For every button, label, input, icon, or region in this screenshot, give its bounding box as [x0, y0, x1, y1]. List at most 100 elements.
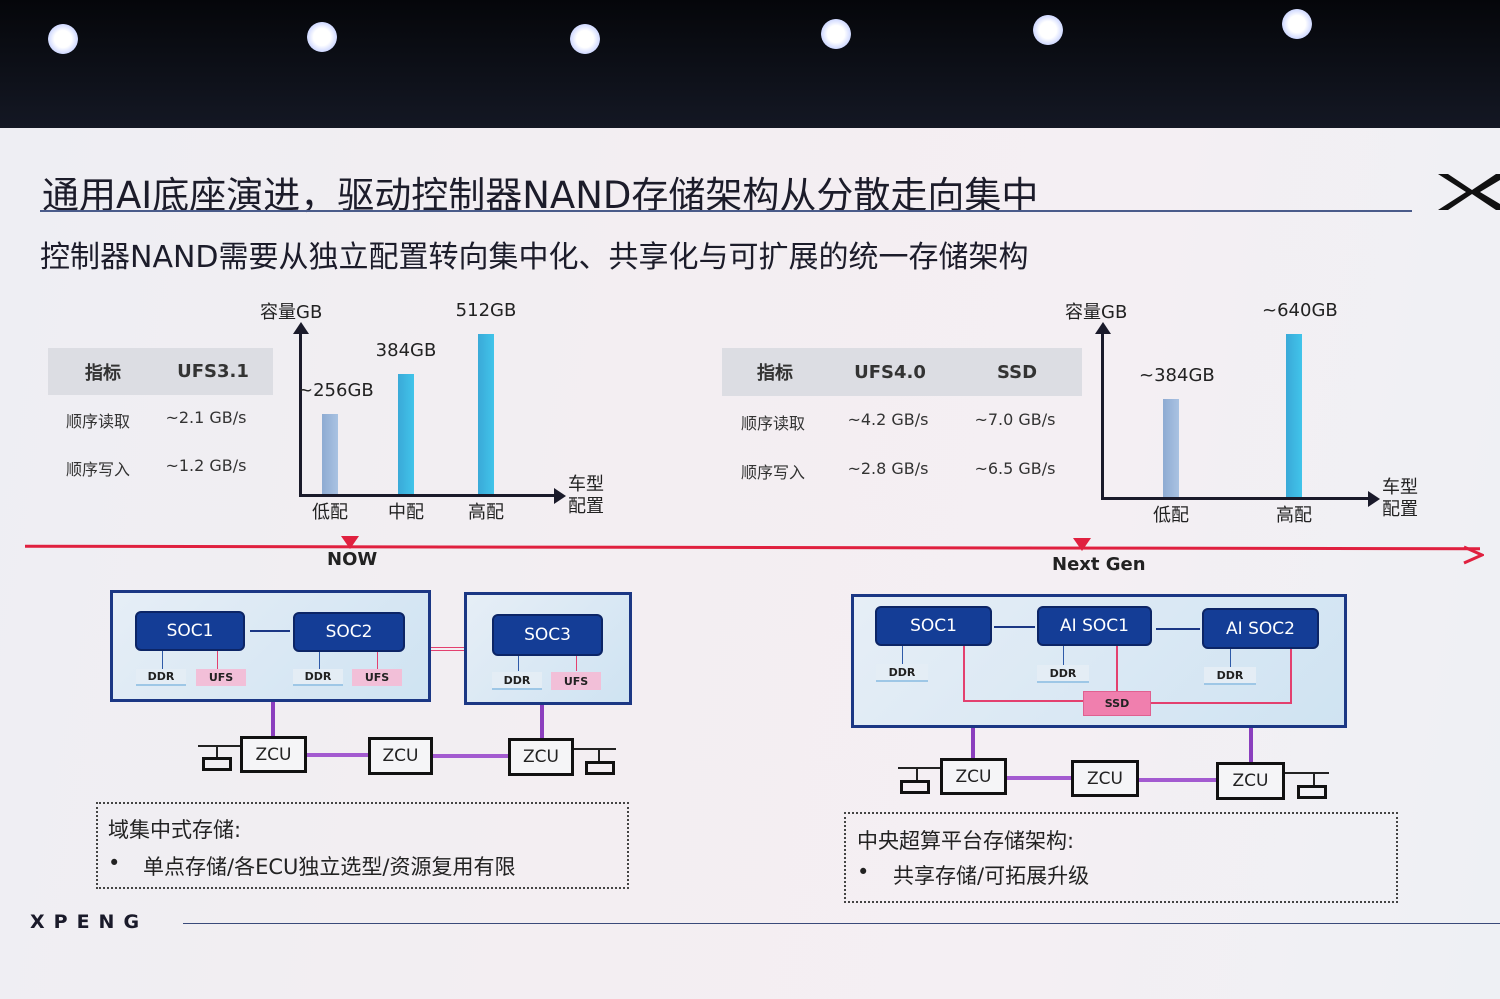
next-gen-label: Next Gen [1052, 554, 1146, 575]
zcu-block: ZCU [1216, 762, 1285, 800]
xpeng-logo-icon [1438, 174, 1500, 210]
zcu-block: ZCU [240, 736, 307, 773]
stage-light [1282, 9, 1312, 39]
row-value: ~2.8 GB/s [847, 459, 929, 478]
ethernet-link [433, 754, 508, 758]
stage-light [48, 24, 78, 54]
y-axis-arrow-icon [293, 322, 309, 334]
now-table-header: 指标 UFS3.1 [48, 348, 273, 395]
timeline-arrow-icon [1463, 545, 1484, 565]
ufs-link [576, 656, 577, 671]
bidirectional-arrow-icon [994, 626, 1035, 628]
bidirectional-arrow-icon [1156, 628, 1200, 630]
sensor-device-icon [202, 757, 232, 771]
next-x-axis [1101, 497, 1371, 500]
bar-value-label: ~256GB [298, 380, 374, 401]
bar-value-label: ~640GB [1262, 300, 1338, 321]
now-x-axis-label: 车型配置 [568, 474, 604, 518]
xpeng-footer-logo: XPENG [30, 911, 149, 933]
now-marker-icon [341, 536, 359, 549]
slide-title: 通用AI底座演进，驱动控制器NAND存储架构从分散走向集中 [42, 174, 1039, 217]
ethernet-link [307, 753, 368, 757]
ddr-block: DDR [293, 669, 343, 686]
stage-light [307, 22, 337, 52]
zcu-block: ZCU [1071, 760, 1139, 797]
sensor-bus [916, 767, 918, 780]
slide [0, 128, 1500, 999]
x-label-line: 车型 [1382, 477, 1418, 498]
sensor-device-icon [1297, 785, 1327, 799]
sensor-device-icon [900, 780, 930, 794]
y-axis-arrow-icon [1095, 322, 1111, 334]
x-axis-arrow-icon [1368, 491, 1380, 507]
row-label: 顺序读取 [65, 412, 130, 431]
x-label-line: 车型 [568, 474, 604, 495]
slide-subtitle: 控制器NAND需要从独立配置转向集中化、共享化与可扩展的统一存储架构 [40, 240, 1029, 275]
bar-低配 [1163, 399, 1179, 497]
ethernet-link [1007, 776, 1071, 780]
now-note-bullet: 单点存储/各ECU独立选型/资源复用有限 [143, 855, 516, 879]
sensor-bus [216, 745, 218, 757]
ethernet-link [1249, 728, 1253, 762]
bullet-icon: • [857, 860, 870, 884]
zcu-block: ZCU [368, 737, 433, 775]
stage-light [821, 19, 851, 49]
now-y-axis [299, 330, 302, 497]
ddr-link [162, 651, 163, 669]
ddr-block: DDR [1204, 667, 1256, 685]
bar-value-label: 384GB [375, 340, 437, 361]
x-label-line: 配置 [1382, 499, 1418, 520]
next-y-axis [1101, 330, 1104, 500]
header-metric: 指标 [757, 363, 793, 384]
row-label: 顺序写入 [65, 460, 130, 479]
row-value: ~4.2 GB/s [847, 410, 929, 429]
ddr-link [319, 652, 320, 669]
category-label: 中配 [388, 502, 424, 523]
sensor-bus [574, 748, 616, 750]
sensor-bus [1313, 772, 1315, 785]
ethernet-link [1139, 778, 1216, 782]
soc1-block: SOC1 [875, 606, 992, 646]
stage-light [570, 24, 600, 54]
ssd-link [1151, 702, 1291, 704]
ethernet-link [540, 705, 544, 739]
now-note-heading: 域集中式存储: [108, 818, 242, 842]
now-label: NOW [327, 549, 378, 570]
soc2-block: SOC2 [293, 612, 405, 652]
now-x-axis [299, 494, 559, 497]
row-label: 顺序读取 [740, 414, 805, 433]
row-value: ~2.1 GB/s [165, 408, 247, 427]
next-table-row: 顺序读取~4.2 GB/s~7.0 GB/s [720, 410, 1080, 434]
next-y-axis-label: 容量GB [1065, 302, 1128, 323]
row-value: ~6.5 GB/s [974, 459, 1056, 478]
ddr-block: DDR [876, 664, 928, 682]
ai-soc2-block: AI SOC2 [1202, 608, 1319, 649]
ufs-block: UFS [551, 672, 601, 690]
row-label: 顺序写入 [740, 463, 805, 482]
bar-value-label: 512GB [455, 300, 517, 321]
ddr-link [1063, 646, 1064, 665]
x-label-line: 配置 [568, 496, 604, 517]
next-table-header: 指标 UFS4.0 SSD [722, 348, 1082, 396]
ufs-link [377, 652, 378, 669]
sensor-bus [1285, 772, 1329, 774]
ddr-block: DDR [136, 669, 186, 686]
now-note-box [96, 802, 629, 889]
soc1-block: SOC1 [135, 611, 245, 651]
header-ufs40: UFS4.0 [854, 361, 926, 383]
bidirectional-arrow-icon [250, 630, 290, 632]
ai-soc1-block: AI SOC1 [1037, 606, 1152, 646]
category-label: 高配 [468, 502, 504, 523]
header-ssd: SSD [996, 361, 1038, 383]
header-metric: 指标 [85, 362, 121, 384]
ufs-block: UFS [352, 669, 402, 686]
soc3-block: SOC3 [492, 614, 603, 656]
zcu-block: ZCU [940, 758, 1007, 795]
title-underline [40, 210, 1412, 212]
inter-domain-link [431, 647, 464, 651]
category-label: 高配 [1276, 505, 1312, 526]
ssd-link [1116, 646, 1118, 692]
ddr-block: DDR [492, 672, 542, 690]
next-table-row: 顺序写入 ~2.8 GB/s ~6.5 GB/s [720, 459, 1080, 483]
next-note-box [844, 812, 1398, 903]
